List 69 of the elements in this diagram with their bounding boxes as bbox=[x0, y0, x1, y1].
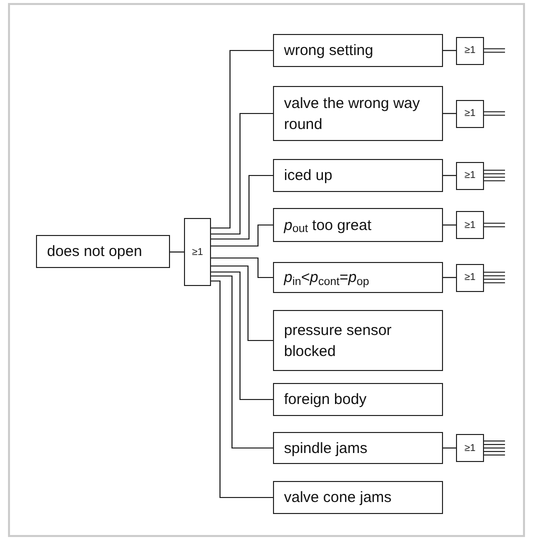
connector-line bbox=[484, 278, 505, 280]
gate-symbol: ≥1 bbox=[464, 169, 476, 183]
connector-line bbox=[211, 271, 273, 400]
or-gate-box bbox=[456, 434, 484, 462]
event-label: p$_{out}$ too great bbox=[284, 216, 372, 236]
gate-symbol: ≥1 bbox=[192, 246, 204, 260]
event-box bbox=[273, 383, 443, 416]
event-box bbox=[273, 34, 443, 67]
event-label: p$_{in}$<p$_{cont}$=p$_{op}$ bbox=[284, 268, 370, 288]
event-label: valve the wrong way round bbox=[284, 94, 421, 134]
event-box bbox=[36, 235, 170, 268]
connector-line bbox=[484, 444, 505, 446]
connector-line bbox=[484, 275, 505, 276]
gate-symbol: ≥1 bbox=[464, 44, 476, 58]
or-gate-box bbox=[184, 218, 211, 286]
connector-line bbox=[211, 275, 273, 449]
connector-line bbox=[443, 447, 456, 449]
event-box bbox=[273, 432, 443, 464]
connector-line bbox=[211, 280, 273, 498]
connector-line bbox=[484, 173, 505, 174]
connector-line bbox=[443, 50, 456, 52]
connector-line bbox=[484, 111, 505, 112]
connector-line bbox=[484, 440, 505, 442]
connector-line bbox=[484, 282, 505, 284]
or-gate-box bbox=[456, 100, 484, 128]
event-label: pressure sensor blocked bbox=[284, 320, 393, 362]
connector-line bbox=[211, 50, 273, 229]
connector-line bbox=[484, 180, 505, 182]
connector-line bbox=[484, 114, 505, 116]
connector-line bbox=[211, 174, 273, 240]
connector-line bbox=[484, 454, 505, 456]
event-label: wrong setting bbox=[284, 41, 374, 61]
event-label: does not open bbox=[47, 242, 142, 262]
event-box bbox=[273, 262, 443, 293]
event-box bbox=[273, 481, 443, 514]
gate-symbol: ≥1 bbox=[464, 271, 476, 285]
connector-line bbox=[484, 272, 505, 273]
gate-symbol: ≥1 bbox=[464, 107, 476, 121]
connector-line bbox=[484, 450, 505, 452]
or-gate-box bbox=[456, 162, 484, 190]
event-box bbox=[273, 86, 443, 141]
connector-line bbox=[443, 174, 456, 176]
connector-line bbox=[211, 257, 273, 278]
event-box bbox=[273, 159, 443, 192]
or-gate-box bbox=[456, 36, 484, 64]
connector-line bbox=[484, 176, 505, 178]
connector-line bbox=[443, 112, 456, 114]
connector-line bbox=[211, 112, 273, 235]
connector-line bbox=[211, 224, 273, 247]
connector-line bbox=[484, 52, 505, 53]
gate-symbol: ≥1 bbox=[464, 218, 476, 232]
connector-line bbox=[484, 48, 505, 50]
connector-line bbox=[443, 276, 456, 278]
connector-line bbox=[484, 226, 505, 228]
event-label: iced up bbox=[284, 166, 332, 186]
event-box bbox=[273, 208, 443, 242]
event-label: foreign body bbox=[284, 390, 367, 410]
connector-line bbox=[211, 265, 273, 342]
connector-line bbox=[484, 447, 505, 449]
event-label: spindle jams bbox=[284, 438, 368, 458]
or-gate-box bbox=[456, 264, 484, 292]
connector-line bbox=[484, 222, 505, 224]
event-box bbox=[273, 310, 443, 371]
gate-symbol: ≥1 bbox=[464, 442, 476, 456]
connector-line bbox=[443, 224, 456, 226]
connector-line bbox=[484, 170, 505, 171]
connector-line bbox=[170, 251, 184, 253]
event-label: valve cone jams bbox=[284, 488, 392, 508]
or-gate-box bbox=[456, 211, 484, 239]
